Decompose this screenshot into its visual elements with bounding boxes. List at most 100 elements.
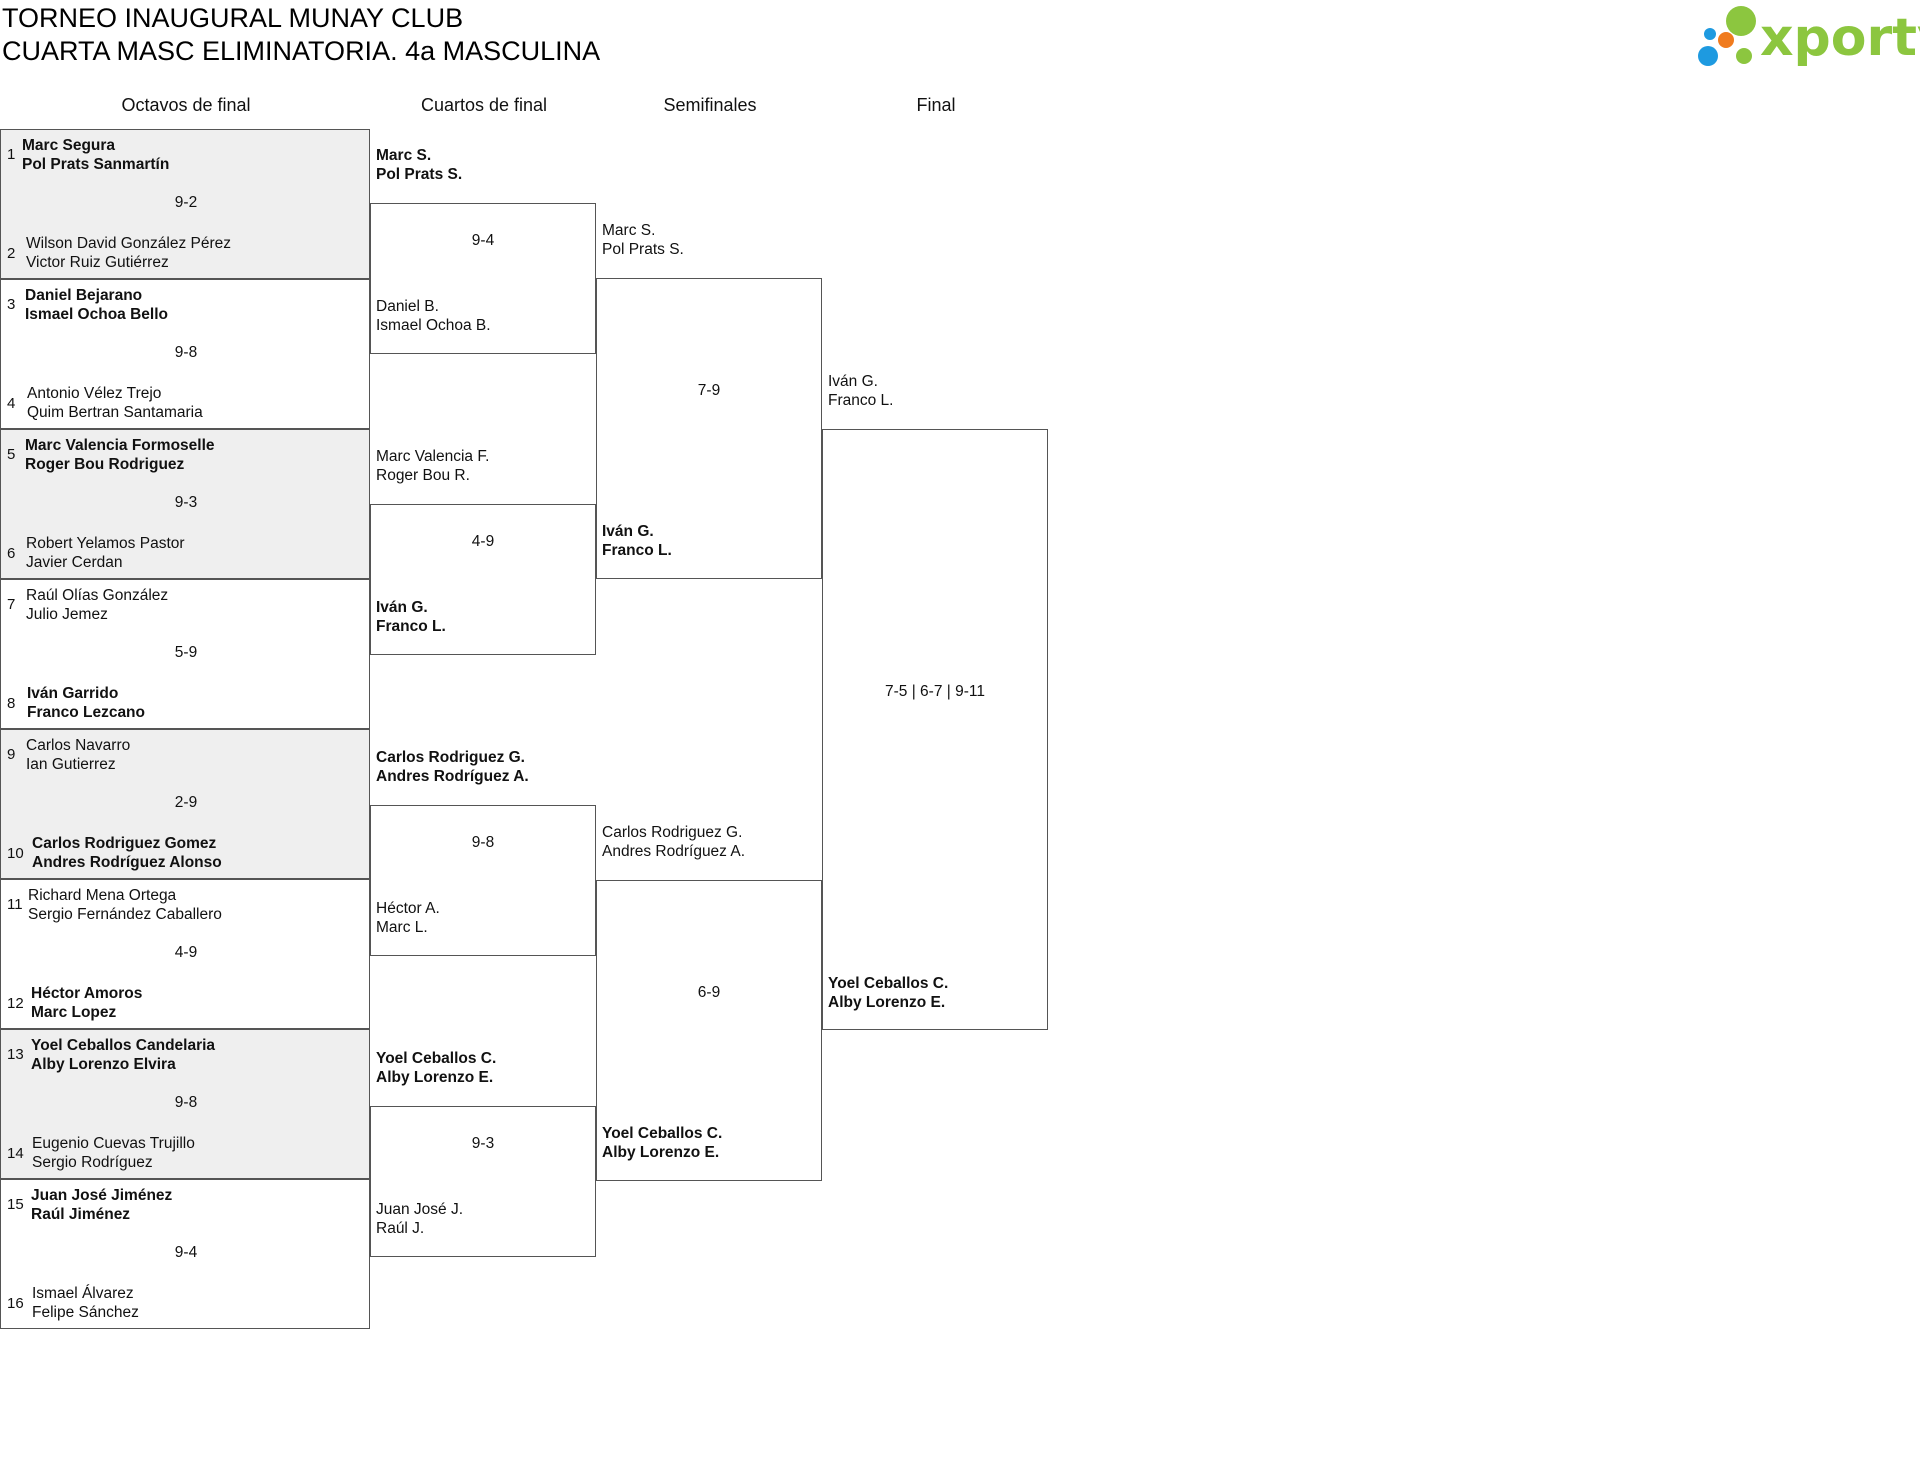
- round-header-octavos: Octavos de final: [121, 95, 251, 115]
- player-name: Ismael Álvarez: [32, 1285, 134, 1302]
- player-name: Andres Rodríguez A.: [602, 843, 746, 860]
- qf-3-score: 9-8: [471, 834, 495, 851]
- player-name: Héctor A.: [376, 900, 440, 917]
- player-name: Yoel Ceballos Candelaria: [31, 1037, 216, 1054]
- player-name: Marc Valencia F.: [376, 448, 490, 465]
- qf-3-team-a[interactable]: Carlos Rodriguez G.Andres Rodríguez A.: [376, 748, 529, 786]
- qf-4-team-a[interactable]: Yoel Ceballos C.Alby Lorenzo E.: [376, 1049, 496, 1087]
- player-name: Juan José J.: [376, 1201, 464, 1218]
- player-name: Pol Prats S.: [376, 166, 463, 183]
- seed-number: 8: [7, 695, 16, 712]
- match-score: 9-8: [174, 1094, 198, 1111]
- player-name: Carlos Rodriguez G.: [376, 749, 525, 766]
- player-name: Marc Segura: [22, 137, 116, 154]
- player-name: Marc Valencia Formoselle: [25, 437, 215, 454]
- player-name: Raúl Olías González: [26, 587, 169, 604]
- final-team-b[interactable]: Yoel Ceballos C. Alby Lorenzo E.: [828, 974, 948, 1012]
- player-name: Iván G.: [602, 523, 654, 540]
- player-name: Yoel Ceballos C.: [602, 1125, 723, 1142]
- logo-dot-blue-small: [1704, 28, 1716, 40]
- seed-number: 10: [7, 845, 24, 862]
- qf-3-team-b[interactable]: Héctor A.Marc L.: [376, 899, 440, 937]
- logo-dot-orange: [1718, 32, 1734, 48]
- seed-number: 13: [7, 1046, 24, 1063]
- qf-2-team-a[interactable]: Marc Valencia F. Roger Bou R.: [376, 447, 489, 485]
- round-header-cuartos: Cuartos de final: [420, 95, 548, 115]
- tournament-title: TORNEO INAUGURAL MUNAY CLUB: [2, 3, 464, 33]
- seed-number: 7: [7, 596, 16, 613]
- player-name: Pol Prats Sanmartín: [22, 156, 170, 173]
- player-name: Andres Rodríguez Alonso: [32, 854, 222, 871]
- qf-1-team-a[interactable]: Marc S. Pol Prats S.: [376, 146, 462, 184]
- seed-number: 11: [7, 896, 23, 913]
- qf-bracket-3: [370, 805, 596, 956]
- qf-2-team-b[interactable]: Iván G.Franco L.: [376, 598, 446, 636]
- player-name: Carlos Rodriguez Gomez: [32, 835, 217, 852]
- logo-dot-green: [1726, 6, 1756, 36]
- player-name: Quim Bertran Santamaria: [27, 404, 203, 421]
- seed-number: 16: [7, 1295, 24, 1312]
- final-score: 7-5 | 6-7 | 9-11: [885, 683, 985, 700]
- seed-number: 15: [7, 1196, 24, 1213]
- player-name: Raúl Jiménez: [31, 1206, 131, 1223]
- player-name: Eugenio Cuevas Trujillo: [32, 1135, 195, 1152]
- match-score: 9-4: [174, 1244, 198, 1261]
- player-name: Alby Lorenzo E.: [376, 1069, 494, 1086]
- player-name: Alby Lorenzo E.: [602, 1144, 720, 1161]
- player-name: Roger Bou R.: [376, 467, 470, 484]
- player-name: Ian Gutierrez: [26, 756, 116, 773]
- player-name: Marc Lopez: [31, 1004, 117, 1021]
- seed-number: 14: [7, 1145, 24, 1162]
- player-name: Yoel Ceballos C.: [828, 975, 949, 992]
- player-name: Iván G.: [376, 599, 428, 616]
- qf-4-team-b[interactable]: Juan José J.Raúl J.: [376, 1200, 463, 1238]
- sf-2-score: 6-9: [697, 984, 721, 1001]
- final-bracket: [822, 429, 1048, 1030]
- player-name: Juan José Jiménez: [31, 1187, 173, 1204]
- match-score: 9-3: [174, 494, 198, 511]
- sf-2-team-a[interactable]: Carlos Rodriguez G. Andres Rodríguez A.: [602, 823, 745, 861]
- player-name: Pol Prats S.: [602, 241, 684, 258]
- seed-number: 3: [7, 296, 16, 313]
- player-name: Marc S.: [376, 147, 432, 164]
- logo-dot-blue-large: [1698, 46, 1718, 66]
- sf-bracket-2: [596, 880, 822, 1181]
- player-name: Ismael Ochoa Bello: [25, 306, 168, 323]
- player-name: Héctor Amoros: [31, 985, 143, 1002]
- final-team-a[interactable]: Iván G.Franco L.: [828, 372, 893, 410]
- match-score: 2-9: [174, 794, 198, 811]
- sf-1-score: 7-9: [697, 382, 721, 399]
- player-name: Alby Lorenzo E.: [828, 994, 946, 1011]
- match-score: 9-2: [174, 194, 198, 211]
- qf-4-score: 9-3: [471, 1135, 495, 1152]
- sf-2-team-b[interactable]: Yoel Ceballos C. Alby Lorenzo E.: [602, 1124, 722, 1162]
- sf-1-team-a[interactable]: Marc S.Pol Prats S.: [602, 221, 684, 259]
- sf-1-team-b[interactable]: Iván G.Franco L.: [602, 522, 672, 560]
- player-name: Daniel B.: [376, 298, 439, 315]
- match-score: 5-9: [174, 644, 198, 661]
- player-name: Sergio Rodríguez: [32, 1154, 153, 1171]
- qf-1-team-b[interactable]: Daniel B.Ismael Ochoa B.: [376, 297, 491, 335]
- player-name: Carlos Rodriguez G.: [602, 824, 743, 841]
- xporty-logo[interactable]: xporty: [1696, 4, 1920, 72]
- seed-number: 9: [7, 746, 16, 763]
- player-name: Alby Lorenzo Elvira: [31, 1056, 176, 1073]
- logo-dot-green-small: [1736, 48, 1752, 64]
- seed-number: 5: [7, 446, 16, 463]
